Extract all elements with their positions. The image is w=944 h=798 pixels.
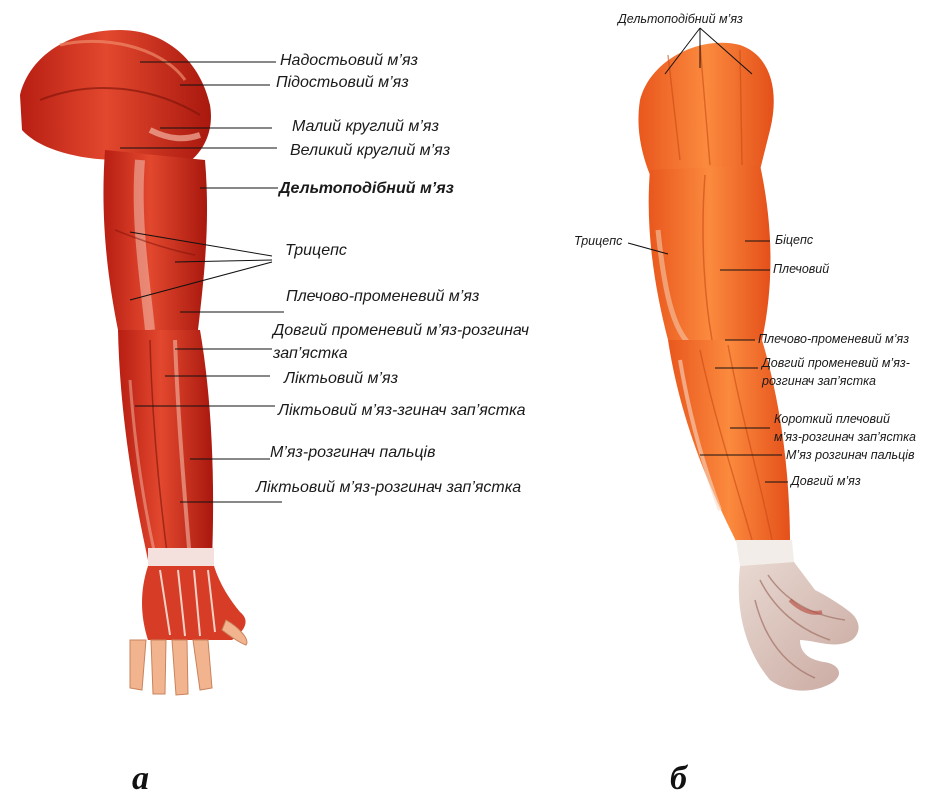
label-a-deltoid: Дельтоподібний м’яз [279,180,454,198]
shoulder-muscles-a [20,30,211,170]
label-a-ecu: Ліктьовий м’яз-розгинач зап’ястка [256,479,521,497]
arm-a-illustration [20,30,247,695]
panel-letter-b: б [670,760,687,798]
forearm-b [668,340,790,545]
label-a-ecrl-line2: зап’ястка [273,345,348,363]
label-b-ecrb-line1: Короткий плечовий [774,412,890,426]
label-b-brachialis: Плечовий [773,262,829,276]
label-b-biceps: Біцепс [775,233,813,247]
upper-arm-a [103,150,207,330]
forearm-a [118,330,213,560]
upper-arm-b [649,165,771,340]
label-b-long-muscle: Довгий м’яз [791,474,861,488]
label-b-extensor-digitorum: М’яз розгинач пальців [786,448,915,462]
label-b-ecrl-line1: Довгий променевий м’яз- [762,356,910,370]
label-b-ecrl-line2: розгинач зап’ястка [762,374,876,388]
label-a-supraspinatus: Надостьовий м’яз [280,52,418,70]
deltoid-b [638,43,773,175]
label-b-ecrb-line2: м’яз-розгинач зап’ястка [774,430,916,444]
label-b-brachioradialis: Плечово-променевий м’яз [758,332,909,346]
label-b-deltoid: Дельтоподібний м’яз [618,12,743,26]
label-b-triceps: Трицепс [574,234,622,248]
panel-letter-a: а [132,760,149,798]
label-a-anconeus: Ліктьовий м’яз [284,370,398,388]
label-a-extensor-digitorum: М’яз-розгинач пальців [270,444,435,462]
label-a-brachioradialis: Плечово-променевий м’яз [286,288,479,306]
label-a-infraspinatus: Підостьовий м’яз [276,74,409,92]
label-a-fcu: Ліктьовий м’яз-згинач зап’ястка [278,402,526,420]
label-a-teres-major: Великий круглий м’яз [290,142,450,160]
label-a-ecrl-line1: Довгий променевий м’яз-розгинач [273,322,529,340]
hand-b [739,562,859,691]
label-a-teres-minor: Малий круглий м’яз [292,118,439,136]
label-a-triceps: Трицепс [285,242,347,260]
